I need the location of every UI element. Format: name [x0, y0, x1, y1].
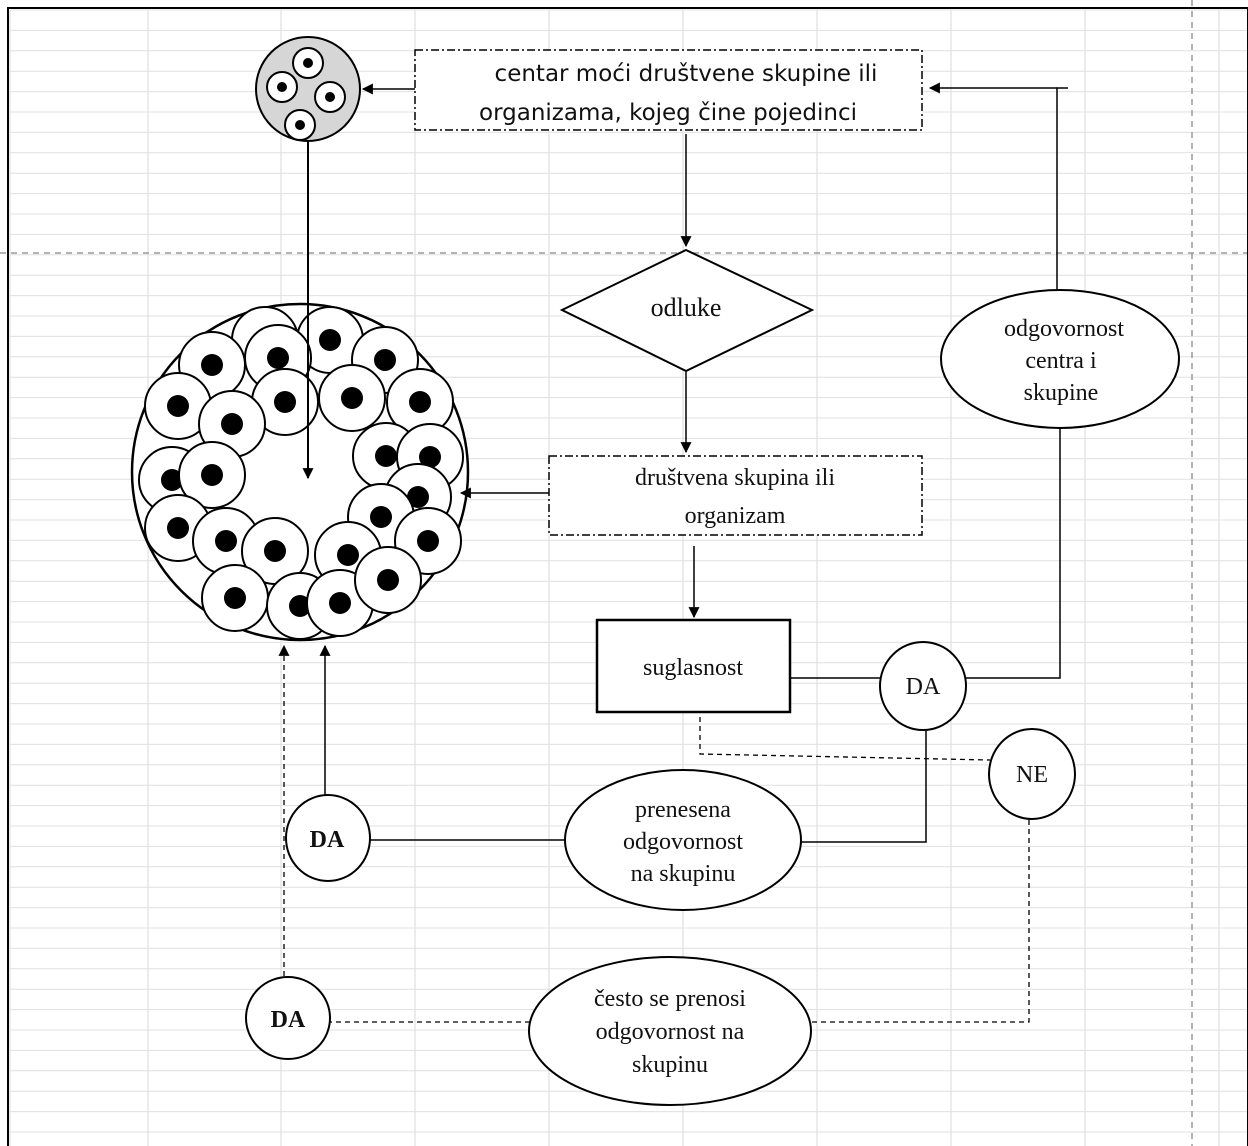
- no-agreement-label: NE: [1016, 762, 1048, 788]
- yes-transferred-circle: DA: [285, 794, 371, 882]
- responsibility-center-group-ellipse: odgovornost centra i skupine: [940, 289, 1180, 429]
- social-group-cluster-icon: [130, 302, 470, 642]
- social-group-line1: društvena skupina ili: [635, 465, 835, 491]
- yes-agreement-label: DA: [906, 674, 941, 700]
- social-group-box: društvena skupina ili organizam: [548, 455, 923, 536]
- decisions-label: odluke: [651, 293, 722, 322]
- cell-icon: [201, 564, 269, 632]
- center-of-power-box: centar moći društvene skupine ili organi…: [414, 49, 923, 131]
- often-transferred-line1: često se prenosi: [594, 986, 746, 1012]
- yes-often-circle: DA: [245, 976, 331, 1060]
- agreement-box: suglasnost: [595, 618, 792, 714]
- often-transferred-line2: odgovornost na: [596, 1019, 745, 1045]
- cell-icon: [354, 546, 422, 614]
- yes-agreement-circle: DA: [879, 641, 967, 731]
- cell-icon: [284, 109, 316, 141]
- responsibility-center-group-line1: odgovornost: [1004, 316, 1124, 342]
- cell-icon: [178, 441, 246, 509]
- agreement-label: suglasnost: [643, 655, 743, 681]
- transferred-responsibility-line2: odgovornost: [623, 829, 743, 855]
- transferred-responsibility-ellipse: prenesena odgovornost na skupinu: [564, 769, 802, 911]
- cell-icon: [266, 71, 298, 103]
- cell-icon: [314, 81, 346, 113]
- cell-icon: [318, 364, 386, 432]
- cell-icon: [292, 47, 324, 79]
- yes-often-label: DA: [271, 1007, 306, 1033]
- center-of-power-cluster-icon: [255, 36, 361, 142]
- center-of-power-line2: organizama, kojeg čine pojedinci: [479, 100, 857, 126]
- outer-frame: [7, 7, 1248, 1146]
- responsibility-center-group-line3: skupine: [1024, 380, 1099, 406]
- transferred-responsibility-line1: prenesena: [635, 797, 731, 823]
- no-agreement-circle: NE: [988, 728, 1076, 820]
- decisions-diamond: odluke: [559, 248, 815, 373]
- responsibility-center-group-line2: centra i: [1025, 348, 1097, 374]
- often-transferred-ellipse: često se prenosi odgovornost na skupinu: [528, 956, 812, 1106]
- transferred-responsibility-line3: na skupinu: [631, 861, 736, 887]
- center-of-power-line1: centar moći društvene skupine ili: [495, 61, 878, 87]
- social-group-line2: organizam: [685, 503, 786, 529]
- often-transferred-line3: skupinu: [632, 1052, 708, 1078]
- yes-transferred-label: DA: [310, 827, 345, 853]
- cell-icon: [198, 390, 266, 458]
